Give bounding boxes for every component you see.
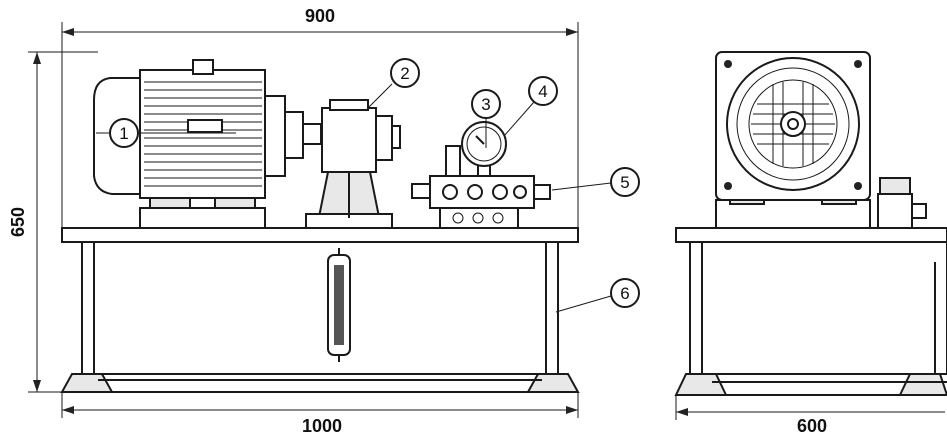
dim-top-width: 900 [305,6,335,26]
callout-1: 1 [109,118,139,148]
callout-label: 5 [620,173,629,192]
front-view [60,59,580,393]
callout-2: 2 [390,58,420,88]
dimension-lines [28,22,945,420]
callout-label: 6 [620,284,629,303]
dim-height: 650 [8,207,28,237]
dim-side-width: 600 [797,416,827,436]
callout-3: 3 [471,89,501,119]
leader-lines [96,83,612,313]
callout-6: 6 [610,278,640,308]
callout-label: 4 [538,82,547,101]
tank-foot-right [526,373,580,393]
callout-5: 5 [610,167,640,197]
callout-label: 2 [400,64,409,83]
callout-label: 1 [119,124,128,143]
dim-base-width: 1000 [302,416,342,436]
oil-tank [81,241,559,375]
tank-lid [61,227,579,243]
callout-label: 3 [481,95,490,114]
side-view [674,51,947,396]
tank-foot-left [60,373,114,393]
hydraulic-pump [321,107,377,173]
electric-motor [139,69,266,199]
callout-4: 4 [528,76,558,106]
